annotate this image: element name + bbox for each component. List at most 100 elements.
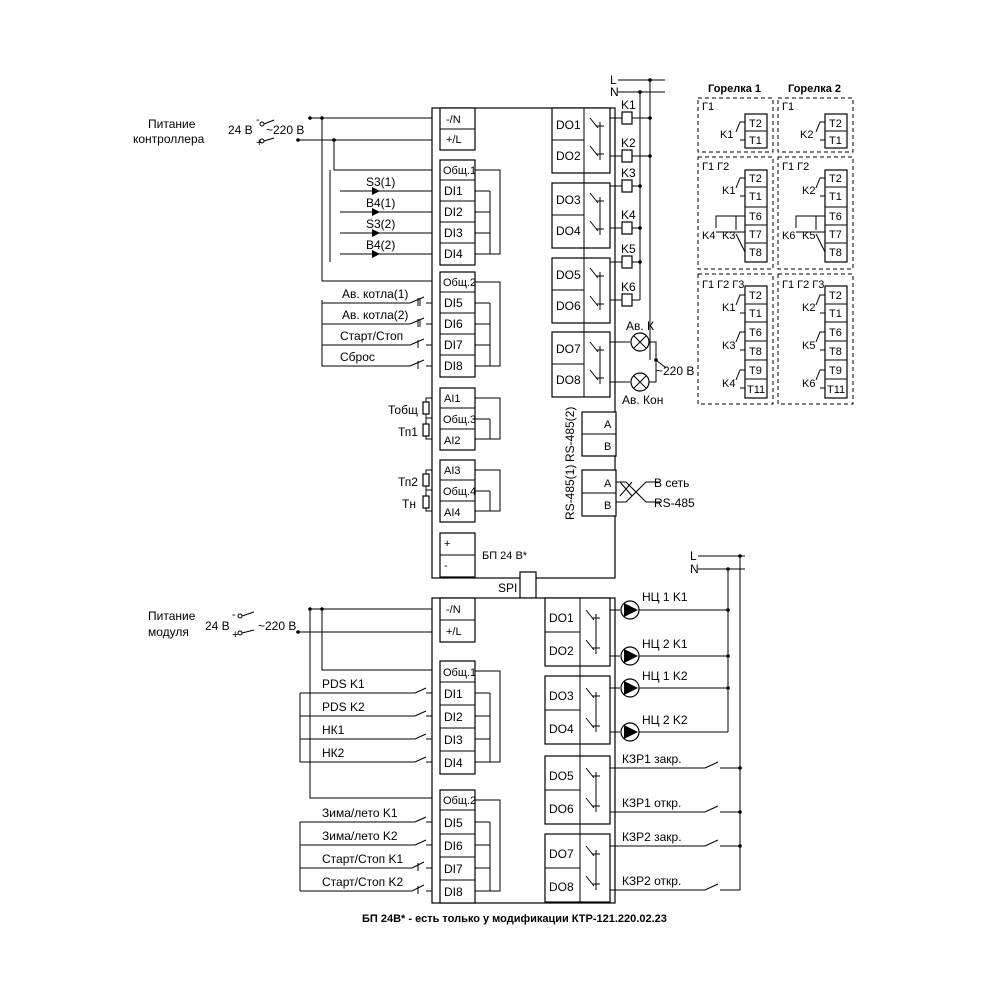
rs485-1-label: RS-485(1) <box>563 465 577 520</box>
controller-bp-plus: + <box>444 538 450 550</box>
module-di2: DI2 <box>444 710 463 724</box>
controller-ai-common4: Общ.4 <box>443 486 476 498</box>
spi-label: SPI <box>498 581 517 595</box>
controller-do2: DO2 <box>556 149 581 163</box>
module-input-start-stop-k1: Старт/Стоп K1 <box>322 852 403 866</box>
b1s1-t2: T2 <box>749 118 762 130</box>
module-term-l: +/L <box>446 626 462 638</box>
module-power-label-2: модуля <box>148 625 189 639</box>
module-input-nk2: НК2 <box>322 746 345 760</box>
burner1-title: Горелка 1 <box>708 83 761 95</box>
pump-nc1-k2: НЦ 1 K2 <box>642 669 688 683</box>
svg-text:+: + <box>232 629 238 641</box>
relay-k3: K3 <box>621 166 636 180</box>
controller-outputs: DO1 DO2 DO3 DO4 DO5 DO6 DO7 DO8 <box>551 107 611 398</box>
alarm-boiler-label: Ав. К <box>626 319 654 333</box>
b2s2-t7: T7 <box>829 229 842 241</box>
controller-do7: DO7 <box>556 342 581 356</box>
controller-sensor-tobsh: Тобщ <box>388 403 418 417</box>
module-di4: DI4 <box>444 756 463 770</box>
controller-di6: DI6 <box>444 317 463 331</box>
module-di-inputs2: Зима/лето K1 Зима/лето K2 Старт/Стоп K1 … <box>299 806 432 894</box>
module-line-n: N <box>690 562 699 576</box>
controller-di1: DI1 <box>444 184 463 198</box>
relay-k1: K1 <box>621 98 636 112</box>
controller-sensor-tp1: Тп1 <box>398 425 418 439</box>
burner2-stage1-label: Г1 <box>782 101 794 113</box>
module-pumps: НЦ 1 K1 НЦ 2 K1 НЦ 1 K2 НЦ 2 K2 <box>610 590 717 742</box>
b1s3-t6: T6 <box>749 327 762 339</box>
b2s2-t6: T6 <box>829 211 842 223</box>
controller-di5: DI5 <box>444 296 463 310</box>
module-power-alt: ~220 В <box>258 619 296 633</box>
svg-text:+: + <box>256 137 262 149</box>
burner2-stage3-label: Г1 Г2 Г3 <box>782 279 824 291</box>
b2s3-k6: K6 <box>802 378 815 390</box>
module-do6: DO6 <box>549 802 574 816</box>
svg-text:-: - <box>232 609 236 621</box>
b1s1-k1: K1 <box>720 129 733 141</box>
module-do2: DO2 <box>549 644 574 658</box>
controller-ai-group1: AI1 Общ.3 AI2 Тобщ Тп1 <box>388 387 501 451</box>
module-di-inputs1: PDS K1 PDS K2 НК1 НК2 <box>299 677 432 763</box>
controller-do5: DO5 <box>556 268 581 282</box>
b2s3-t1: T1 <box>829 308 842 320</box>
controller-input-b4-1: B4(1) <box>366 196 395 210</box>
controller-do6: DO6 <box>556 299 581 313</box>
controller-bp-label: БП 24 В* <box>482 550 528 562</box>
relay-k4: K4 <box>621 208 636 222</box>
b2s3-t11: T11 <box>827 384 845 396</box>
rs485-2-label: RS-485(2) <box>563 407 577 462</box>
controller-ai-common3: Общ.3 <box>443 414 476 426</box>
controller-ai4: AI4 <box>444 507 461 519</box>
burner2-title: Горелка 2 <box>788 83 841 95</box>
controller-di7: DI7 <box>444 338 463 352</box>
controller-sensor-tn: Тн <box>402 497 416 511</box>
controller-power-alt: ~220 В <box>266 123 304 137</box>
controller-bp-minus: - <box>444 560 448 572</box>
controller-ai1: AI1 <box>444 393 461 405</box>
b2s3-t2: T2 <box>829 290 842 302</box>
footnote: БП 24В* - есть только у модификации КТР-… <box>362 913 667 925</box>
module-input-start-stop-k2: Старт/Стоп K2 <box>322 875 403 889</box>
valve-kzr2-close: КЗР2 закр. <box>622 830 682 844</box>
module-do5: DO5 <box>549 769 574 783</box>
module: Питание модуля 24 В ~220 В -+ -/N +/L <box>148 549 745 904</box>
b2s2-k2: K2 <box>802 185 815 197</box>
network-label-2: RS-485 <box>654 496 695 510</box>
module-di8: DI8 <box>444 885 463 899</box>
b2s2-t2: T2 <box>829 173 842 185</box>
b1s2-k3: K3 <box>722 230 735 242</box>
relay-k6: K6 <box>621 280 636 294</box>
controller-term-l: +/L <box>446 134 462 146</box>
b2s2-k6: K6 <box>782 230 795 242</box>
module-di-group1: Общ.1 DI1 DI2 DI3 DI4 <box>439 660 501 775</box>
controller-input-s3-1: S3(1) <box>366 175 395 189</box>
module-power-block: -/N +/L <box>439 597 476 643</box>
module-do1: DO1 <box>549 611 574 625</box>
module-power-label-1: Питание <box>148 609 196 623</box>
b1s2-k1: K1 <box>722 185 735 197</box>
burner1-stage1-label: Г1 <box>702 101 714 113</box>
module-input-pds-k1: PDS K1 <box>322 677 365 691</box>
b2s2-k5: K5 <box>802 230 815 242</box>
burners: Горелка 1 Горелка 2 Г1 Г1 Г1 Г2 Г1 Г2 Г1… <box>697 83 854 405</box>
burner1-stage2-label: Г1 Г2 <box>702 161 729 173</box>
controller-ai3: AI3 <box>444 465 461 477</box>
module-di5: DI5 <box>444 816 463 830</box>
controller-line-n: N <box>610 85 619 99</box>
b1s3-t8: T8 <box>749 346 762 358</box>
controller-di-common2: Общ.2 <box>443 277 476 289</box>
controller-input-b4-2: B4(2) <box>366 238 395 252</box>
controller-di-common1: Общ.1 <box>443 165 476 177</box>
b1s2-t7: T7 <box>749 229 762 241</box>
valve-kzr2-open: КЗР2 откр. <box>622 874 681 888</box>
controller-power-terminals-symbol: -+ <box>256 114 275 149</box>
controller-do1: DO1 <box>556 118 581 132</box>
b2s3-k2: K2 <box>802 302 815 314</box>
b1s2-k4: K4 <box>702 230 715 242</box>
controller-di-group2: Общ.2 DI5 DI6 DI7 DI8 <box>439 271 501 378</box>
b1s2-t8: T8 <box>749 247 762 259</box>
b1s1-t1: T1 <box>749 135 762 147</box>
